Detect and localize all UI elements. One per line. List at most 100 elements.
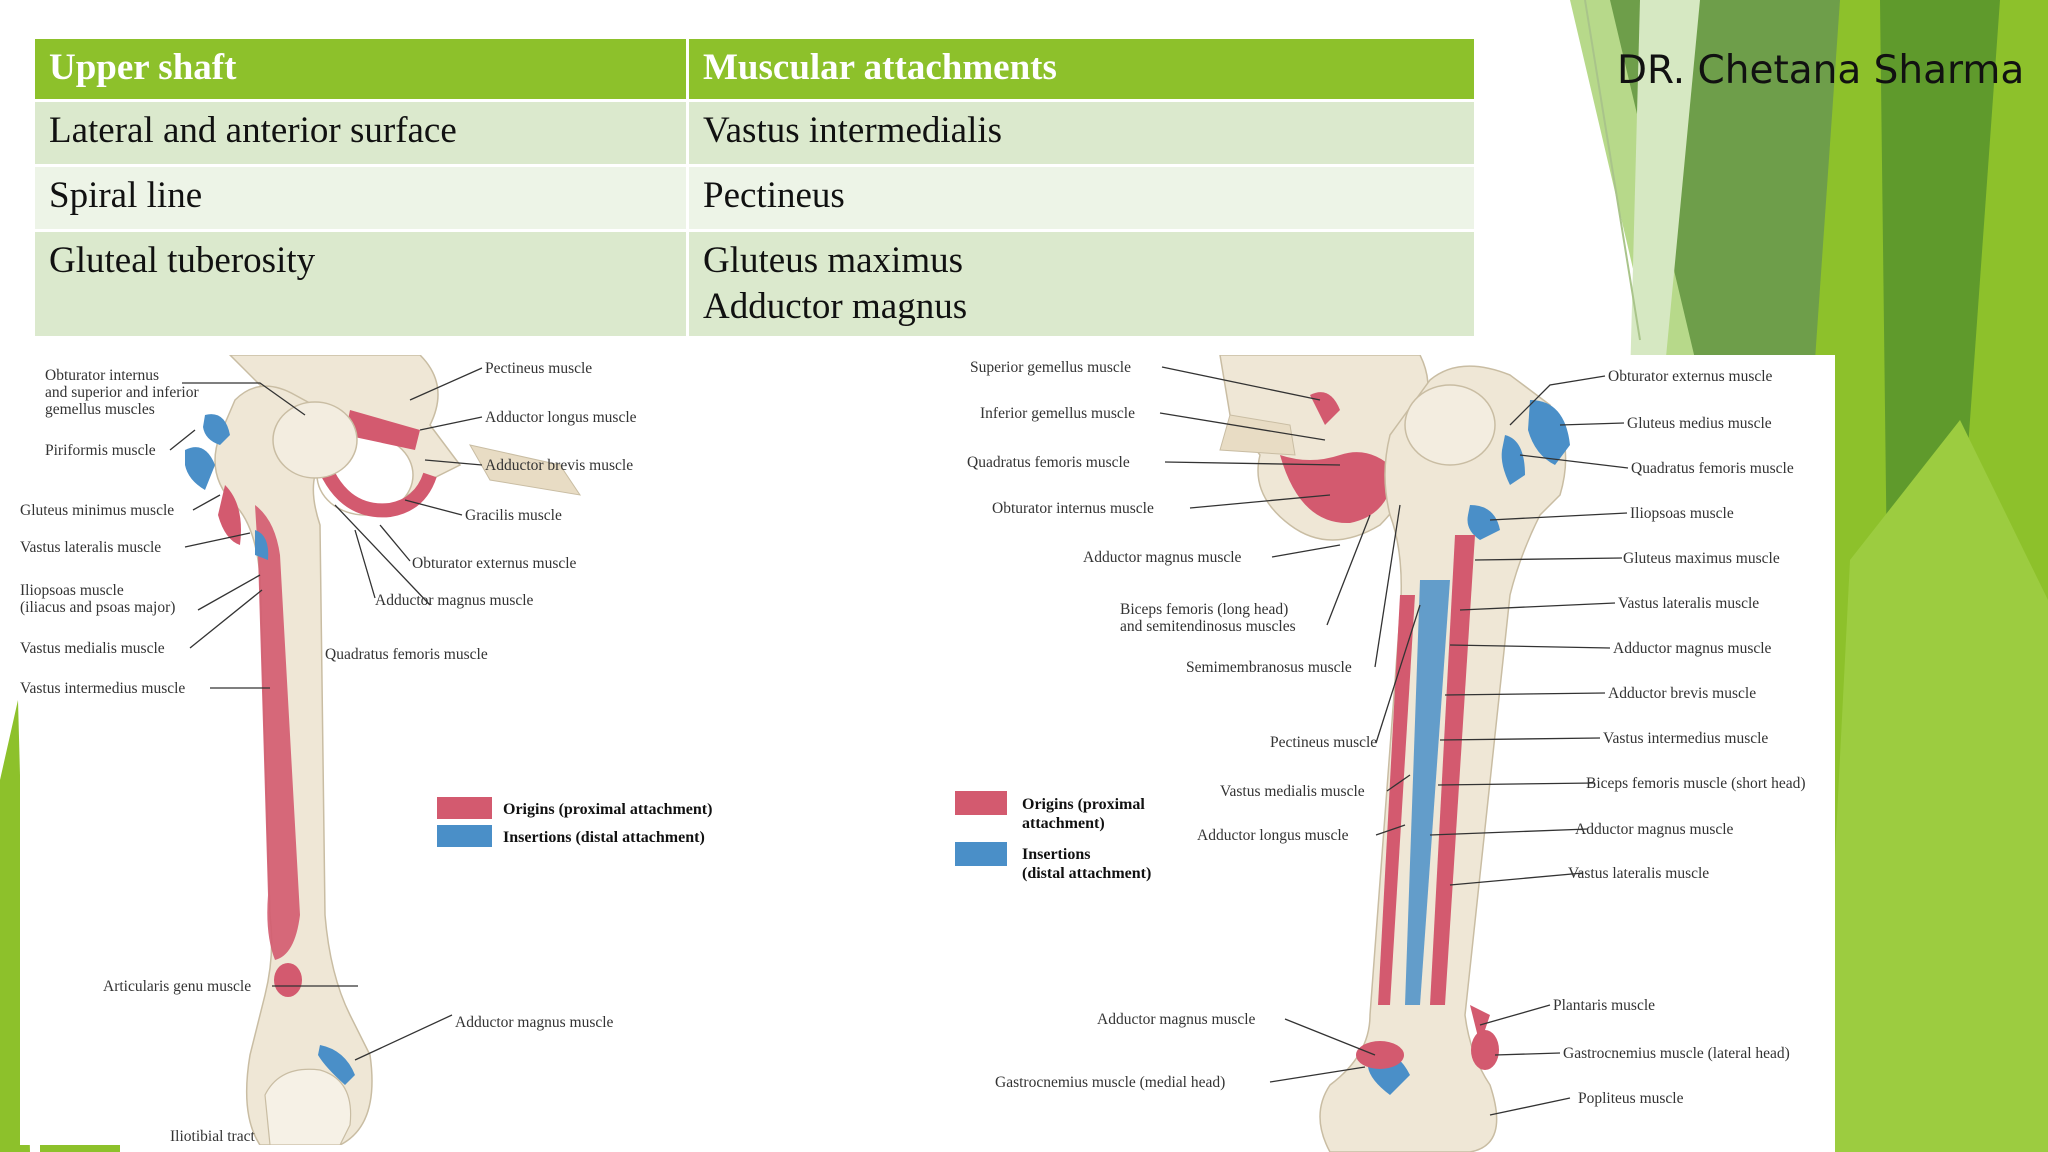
label-vastus-medialis: Vastus medialis muscle [20,640,165,657]
anterior-femur-figure: Obturator internus and superior and infe… [20,355,940,1145]
legend-origins: Origins (proximal [1022,796,1145,813]
insertion-iliopsoas [1467,505,1500,540]
label-plantaris: Plantaris muscle [1553,997,1655,1014]
label-adductor-magnus-left: Adductor magnus muscle [1083,549,1242,566]
label-adductor-brevis: Adductor brevis muscle [485,457,633,474]
origin-articularis-genu [274,963,302,997]
label-piriformis: Piriformis muscle [45,442,156,459]
origin-vastus-intermedius [255,505,300,960]
label-iliopsoas: Iliopsoas muscle [20,582,124,599]
insertion-adductors [1405,580,1450,1005]
label-iliopsoas-2: (iliacus and psoas major) [20,599,175,616]
table-row: Lateral and anterior surface Vastus inte… [32,99,1477,167]
header-muscular-attachments: Muscular attachments [686,36,1477,102]
label-vastus-medialis: Vastus medialis muscle [1220,783,1365,800]
label-semitendinosus: and semitendinosus muscles [1120,618,1296,635]
legend-insertions-2: (distal attachment) [1022,865,1151,882]
origin-patch [345,410,420,450]
label-obturator-internus: Obturator internus [45,367,159,384]
legend-origins-2: attachment) [1022,815,1105,832]
author-name: DR. Chetana Sharma [1617,48,2025,93]
label-obturator-internus: Obturator internus muscle [992,500,1154,517]
label-gastrocnemius-medial: Gastrocnemius muscle (medial head) [995,1074,1225,1091]
origin-hamstrings [1280,452,1395,524]
origin-vastus-lateralis [1430,535,1475,1005]
label-obturator-internus-3: gemellus muscles [45,401,155,418]
posterior-femur-figure: Superior gemellus muscle Inferior gemell… [950,355,1835,1152]
insertion-iliopsoas [255,530,269,560]
label-adductor-magnus-distal: Adductor magnus muscle [1097,1011,1256,1028]
cell-muscles: Pectineus [686,164,1477,232]
legend-origins-swatch [437,797,492,819]
cell-muscles: Vastus intermedialis [686,99,1477,167]
label-iliopsoas: Iliopsoas muscle [1630,505,1734,522]
label-iliotibial-tract: Iliotibial tract [170,1128,255,1145]
label-obturator-internus-2: and superior and inferior [45,384,199,401]
cell-region: Lateral and anterior surface [32,99,689,167]
origin-vastus-medialis [1378,595,1415,1005]
muscle-name: Vastus intermedialis [703,110,1003,151]
insertion-gluteus-medius [1528,400,1570,465]
label-vastus-intermedius: Vastus intermedius muscle [20,680,185,697]
legend-insertions-swatch [955,842,1007,866]
label-vastus-lateralis: Vastus lateralis muscle [20,539,161,556]
muscle-name: Pectineus [703,175,845,216]
label-adductor-brevis: Adductor brevis muscle [1608,685,1756,702]
label-gluteus-minimus: Gluteus minimus muscle [20,502,174,519]
table-row: Gluteal tuberosity Gluteus maximus Adduc… [32,229,1477,339]
posterior-femur-diagram: Superior gemellus muscle Inferior gemell… [955,355,1806,1152]
femoral-head [272,401,358,479]
origin-patch [313,452,437,518]
legend-origins-swatch [955,791,1007,815]
insertion-piriformis [185,447,215,490]
label-biceps-femoris-long: Biceps femoris (long head) [1120,601,1288,618]
insertion-quadratus-femoris [1501,435,1525,485]
label-adductor-magnus-distal: Adductor magnus muscle [455,1014,614,1031]
legend-insertions: Insertions (distal attachment) [503,829,705,846]
label-adductor-magnus-right: Adductor magnus muscle [1613,640,1772,657]
label-vastus-lateralis-2: Vastus lateralis muscle [1568,865,1709,882]
label-gracilis: Gracilis muscle [465,507,562,524]
label-adductor-magnus-right-2: Adductor magnus muscle [1575,821,1734,838]
origin-gastrocnemius-lateral [1471,1030,1499,1070]
insertion-adductor-magnus [318,1045,355,1085]
insertion-obturator-internus [203,414,230,445]
femoral-head [1404,384,1496,466]
label-semimembranosus: Semimembranosus muscle [1186,659,1352,676]
muscle-name: Gluteus maximus [703,240,964,281]
legend-insertions-swatch [437,825,492,847]
label-gluteus-maximus: Gluteus maximus muscle [1623,550,1780,567]
origin-gemellus [1310,392,1340,425]
anterior-femur-diagram: Obturator internus and superior and infe… [20,355,712,1145]
label-adductor-magnus: Adductor magnus muscle [375,592,534,609]
muscle-name: Adductor magnus [703,286,968,327]
label-superior-gemellus: Superior gemellus muscle [970,359,1131,376]
cell-region: Spiral line [32,164,689,232]
cell-region: Gluteal tuberosity [32,229,689,339]
label-pectineus: Pectineus muscle [485,360,592,377]
label-adductor-longus: Adductor longus muscle [1197,827,1349,844]
cell-muscles: Gluteus maximus Adductor magnus [686,229,1477,339]
legend-origins: Origins (proximal attachment) [503,801,712,818]
label-gastrocnemius-lateral: Gastrocnemius muscle (lateral head) [1563,1045,1790,1062]
label-gluteus-medius: Gluteus medius muscle [1627,415,1772,432]
table-header-row: Upper shaft Muscular attachments [32,36,1477,102]
label-vastus-lateralis: Vastus lateralis muscle [1618,595,1759,612]
label-quadratus-femoris: Quadratus femoris muscle [325,646,488,663]
origin-vastus-lateralis [218,485,241,545]
origin-gastrocnemius-medial [1356,1041,1404,1069]
label-obturator-externus: Obturator externus muscle [412,555,577,572]
table-row: Spiral line Pectineus [32,164,1477,232]
label-articularis-genu: Articularis genu muscle [103,978,251,995]
attachments-table: Upper shaft Muscular attachments Lateral… [32,36,1477,339]
label-biceps-femoris-short: Biceps femoris muscle (short head) [1586,775,1806,792]
legend-insertions: Insertions [1022,846,1090,863]
label-obturator-externus: Obturator externus muscle [1608,368,1773,385]
sacrum-bone [1219,414,1296,456]
label-quadratus-femoris-left: Quadratus femoris muscle [967,454,1130,471]
label-inferior-gemellus: Inferior gemellus muscle [980,405,1135,422]
ramus-bone [469,444,582,496]
header-upper-shaft: Upper shaft [32,36,689,102]
